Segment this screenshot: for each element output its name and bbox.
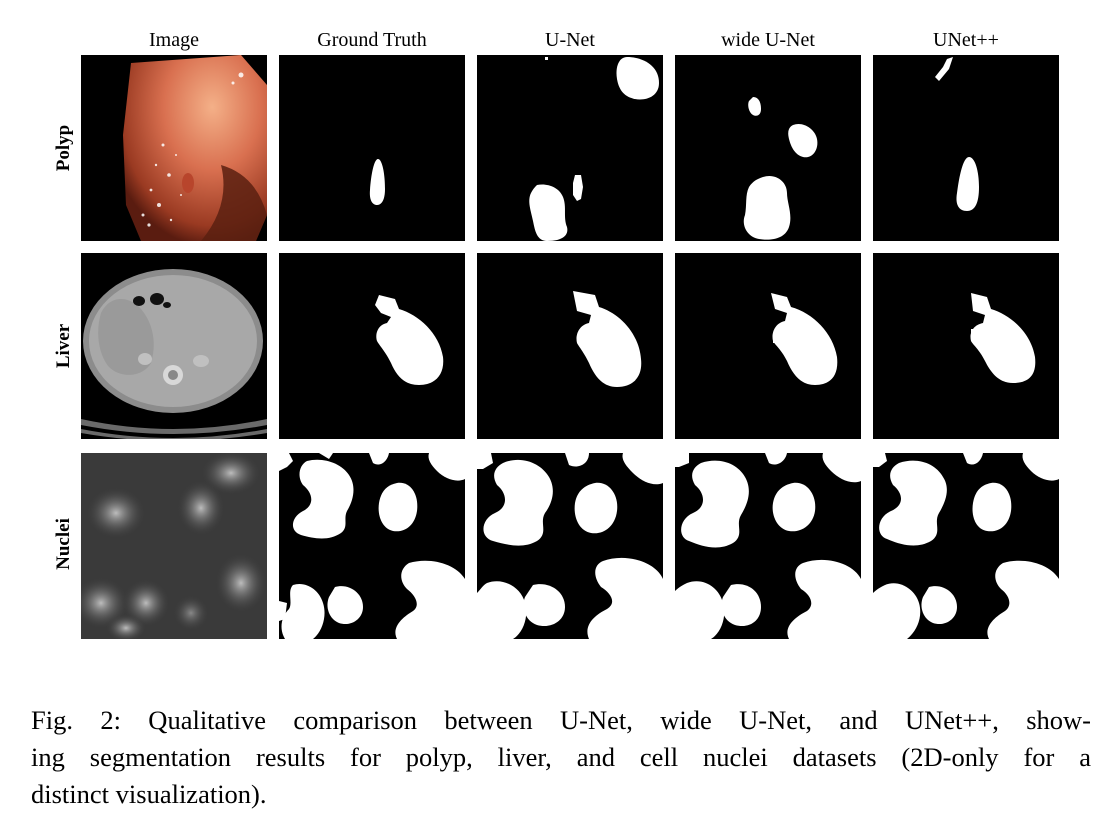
nuclei-unet-segmentation [477, 453, 663, 639]
column-header-unetpp: UNet++ [933, 29, 999, 51]
row-label-polyp: Polyp [53, 124, 74, 172]
liver-gt-segmentation [279, 253, 465, 439]
polyp-wide-unet-mask [675, 55, 861, 241]
nuclei-gt-segmentation [279, 453, 465, 639]
nuclei-microscopy-image [81, 453, 267, 639]
nuclei-wide-unet-segmentation [675, 453, 861, 639]
nuclei-input-image [81, 453, 267, 639]
polyp-unetpp-mask [873, 55, 1059, 241]
polyp-wide-unet-segmentation [675, 55, 861, 241]
column-header-wide-unet: wide U-Net [721, 29, 815, 51]
polyp-input-image [81, 55, 267, 241]
row-label-liver: Liver [53, 323, 74, 369]
liver-unet-mask [477, 253, 663, 439]
liver-ground-truth-mask [279, 253, 465, 439]
nuclei-wide-unet-mask [675, 453, 861, 639]
polyp-unet-mask [477, 55, 663, 241]
liver-wide-unet-mask [675, 253, 861, 439]
nuclei-unetpp-segmentation [873, 453, 1059, 639]
nuclei-unet-mask [477, 453, 663, 639]
row-label-nuclei: Nuclei [53, 518, 74, 570]
column-header-unet: U-Net [545, 29, 595, 51]
caption-line-2: ing segmentation results for polyp, live… [31, 742, 1091, 772]
liver-unet-segmentation [477, 253, 663, 439]
polyp-endoscopy-image [81, 55, 267, 241]
column-header-image: Image [149, 29, 199, 51]
caption-line-1: Fig. 2: Qualitative comparison between U… [31, 705, 1091, 735]
liver-input-image [81, 253, 267, 439]
liver-ct-image [81, 253, 267, 439]
polyp-unet-segmentation [477, 55, 663, 241]
caption-line-3: distinct visualization). [31, 779, 267, 809]
nuclei-ground-truth-mask [279, 453, 465, 639]
liver-unetpp-segmentation [873, 253, 1059, 439]
liver-unetpp-mask [873, 253, 1059, 439]
liver-wide-unet-segmentation [675, 253, 861, 439]
nuclei-unetpp-mask [873, 453, 1059, 639]
column-header-ground-truth: Ground Truth [317, 29, 427, 51]
polyp-ground-truth-mask [279, 55, 465, 241]
polyp-gt-segmentation [279, 55, 465, 241]
figure-caption: Fig. 2: Qualitative comparison between U… [31, 702, 1091, 813]
polyp-unetpp-segmentation [873, 55, 1059, 241]
